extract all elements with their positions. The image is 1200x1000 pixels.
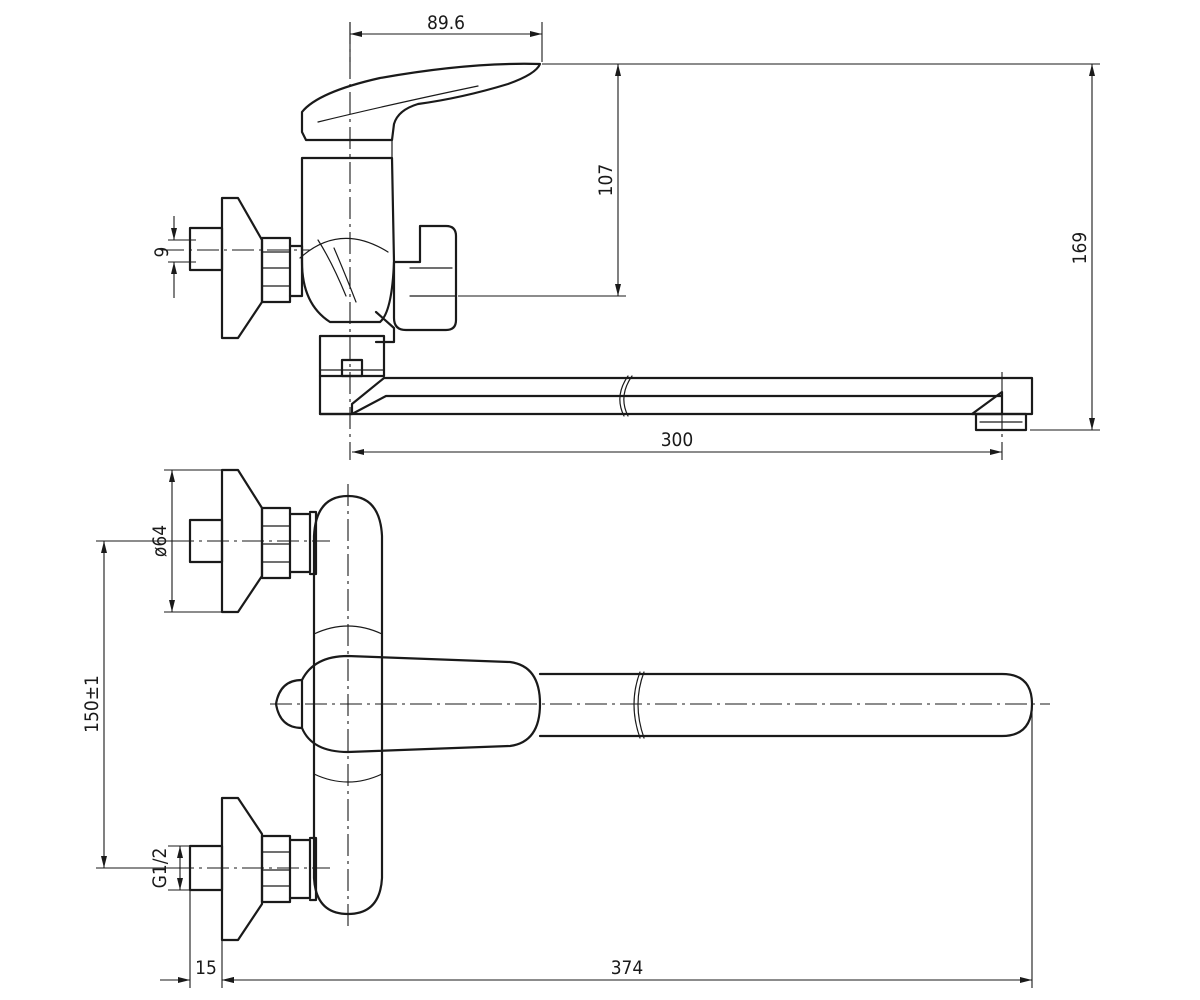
top-dimensions: ø64 150±1 G1/2 15 374 — [81, 469, 1033, 988]
dim-total-height: 169 — [1069, 232, 1091, 265]
side-lever-handle — [300, 62, 542, 142]
dim-spout-length: 300 — [661, 429, 694, 451]
top-lower-nut — [260, 834, 292, 904]
side-faucet-body — [300, 156, 396, 324]
side-wall-flange — [220, 196, 264, 340]
top-upper-nut — [260, 506, 292, 580]
side-inlet-stub — [188, 226, 224, 272]
side-connector — [288, 244, 304, 298]
side-hex-nut — [260, 236, 292, 304]
side-view — [162, 22, 1034, 460]
top-lever-handle — [300, 654, 542, 754]
top-lower-flange — [220, 796, 264, 942]
side-dimensions: 89.6 107 169 9 300 — [151, 12, 1100, 455]
dim-total-length: 374 — [611, 957, 644, 979]
dim-inlet-size: 9 — [151, 247, 173, 258]
top-upper-inlet — [188, 518, 224, 564]
side-aerator — [974, 412, 1028, 432]
dim-wall-offset: 15 — [195, 957, 217, 979]
side-diverter-knob — [392, 224, 458, 332]
dim-lever-height: 107 — [595, 164, 617, 197]
top-lower-inlet — [188, 844, 224, 892]
dim-thread-size: G1/2 — [149, 848, 171, 889]
top-view — [172, 468, 1050, 942]
side-swivel-collar — [318, 334, 386, 378]
dim-lever-offset: 89.6 — [427, 12, 465, 34]
top-spout — [538, 672, 1034, 738]
dim-inlet-spacing: 150±1 — [81, 675, 103, 733]
